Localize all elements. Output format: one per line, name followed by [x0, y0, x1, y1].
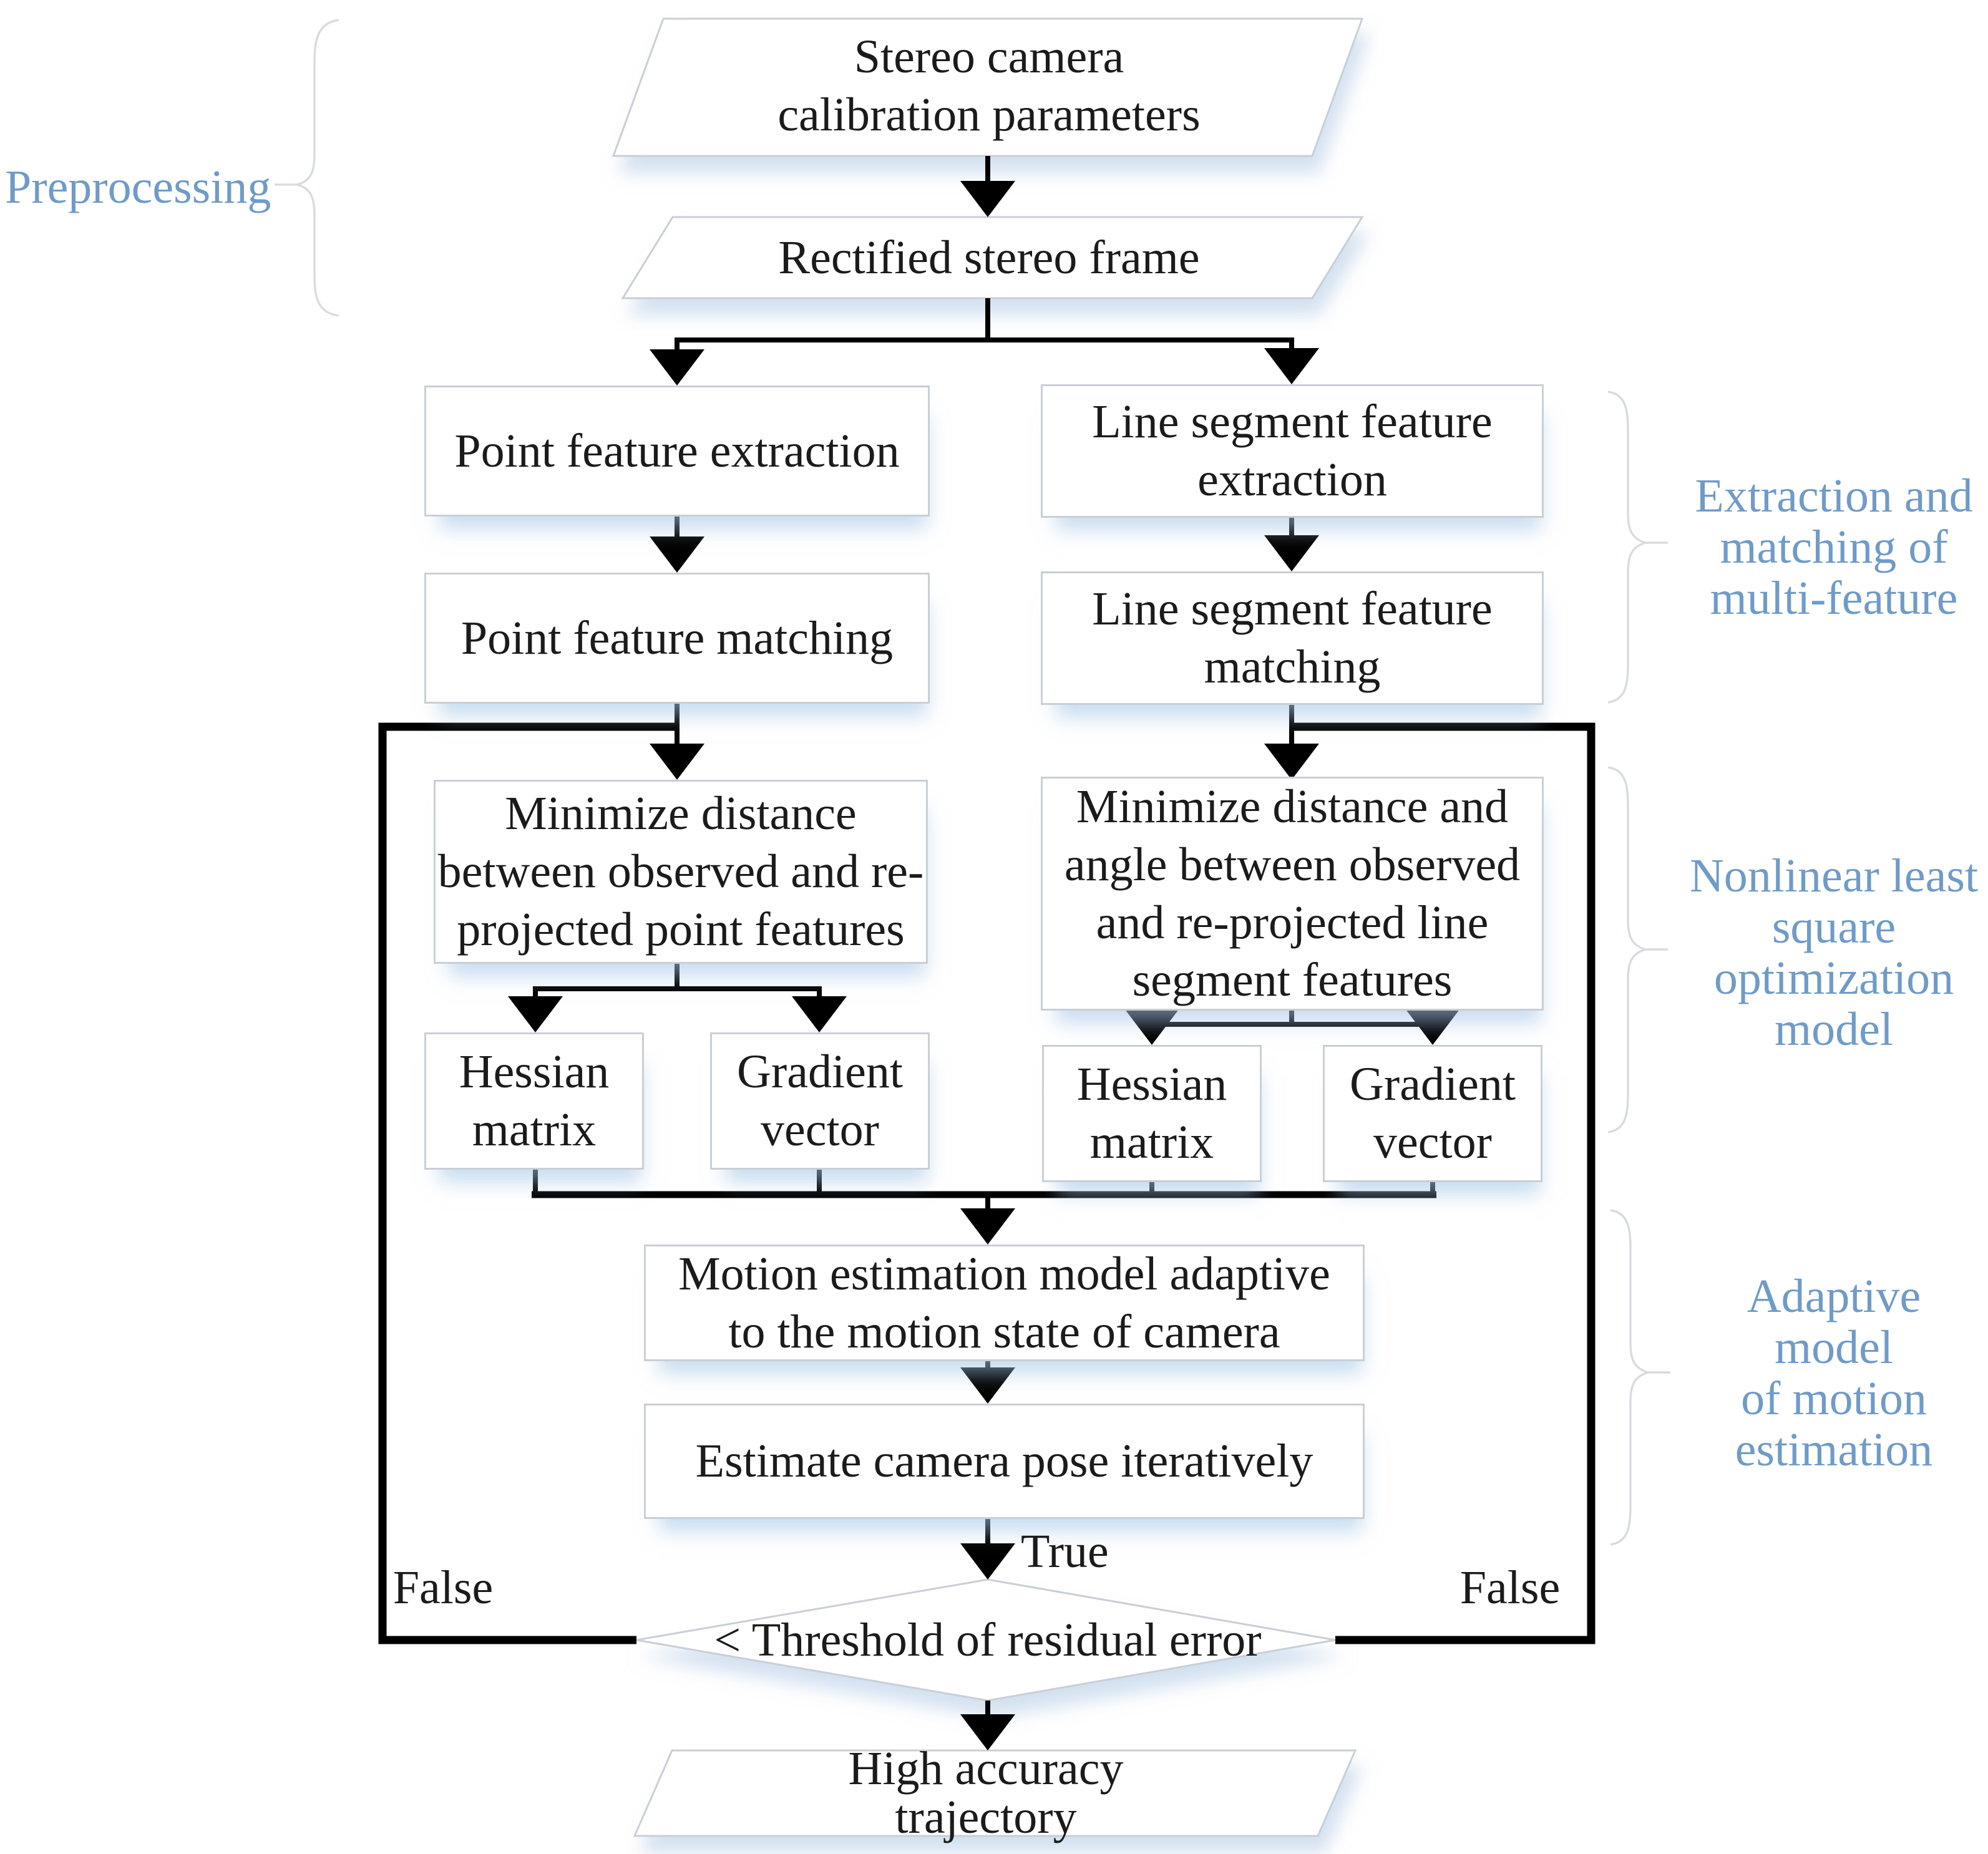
rectified-frame-parallelogram	[621, 216, 1364, 299]
label-threshold-residual-error: < Threshold of residual error	[714, 1613, 1262, 1666]
node-minimize-line: Minimize distance and angle between obse…	[1041, 777, 1544, 1011]
arrow-motion-to-estimate	[960, 1361, 1015, 1404]
node-point-feature-extraction: Point feature extraction	[424, 386, 930, 517]
brace-preprocessing	[293, 19, 339, 317]
edge-label-false-left: False	[392, 1561, 494, 1614]
node-gradient-vector-point: Gradient vector	[710, 1032, 930, 1170]
arrow-to-hessian-line	[1124, 1009, 1179, 1045]
node-point-feature-matching: Point feature matching	[424, 573, 930, 704]
arrow-line-matching-to-minimize	[1264, 705, 1319, 780]
arrow-to-hessian-point	[508, 986, 563, 1032]
feedback-loop-right	[1292, 722, 1596, 1644]
arrow-point-matching-to-minimize	[650, 704, 704, 780]
node-motion-estimation-model: Motion estimation model adaptive to the …	[644, 1245, 1365, 1361]
edge-label-true: True	[1021, 1525, 1109, 1578]
stage-label-nonlinear-least-square: Nonlinear least square optimization mode…	[1689, 849, 1979, 1056]
node-gradient-vector-line: Gradient vector	[1323, 1045, 1542, 1182]
arrow-merge-to-motion-model	[960, 1195, 1015, 1245]
node-minimize-point: Minimize distance between observed and r…	[434, 780, 928, 964]
brace-extraction	[1607, 391, 1649, 704]
arrow-estimate-to-threshold	[960, 1519, 1015, 1580]
brace-adaptive	[1610, 1209, 1652, 1546]
edge-label-false-right: False	[1459, 1561, 1561, 1614]
label-high-accuracy-trajectory: High accuracy trajectory	[848, 1742, 1124, 1843]
node-hessian-matrix-point: Hessian matrix	[424, 1032, 644, 1170]
arrow-threshold-to-trajectory	[960, 1701, 1015, 1750]
arrow-line-extraction-to-matching	[1264, 518, 1319, 571]
node-line-segment-extraction: Line segment feature extraction	[1041, 384, 1544, 518]
arrow-split-to-point-extraction	[650, 337, 704, 386]
arrow-params-to-rectified	[960, 156, 1015, 217]
brace-nonlinear	[1607, 766, 1649, 1133]
arrow-split-to-line-extraction	[1264, 337, 1319, 384]
node-hessian-matrix-line: Hessian matrix	[1042, 1045, 1262, 1182]
arrow-to-gradient-line	[1405, 1009, 1460, 1045]
stereo-params-parallelogram	[612, 17, 1364, 157]
arrow-to-gradient-point	[792, 986, 847, 1032]
label-stereo-calibration-parameters: Stereo camera calibration parameters	[777, 31, 1201, 141]
stage-label-preprocessing: Preprocessing	[5, 160, 271, 213]
trajectory-parallelogram	[633, 1749, 1357, 1837]
feedback-loop-left	[378, 722, 677, 1644]
node-line-segment-matching: Line segment feature matching	[1041, 571, 1544, 705]
arrow-point-extraction-to-matching	[650, 517, 704, 573]
stage-label-adaptive-motion: Adaptive model of motion estimation	[1735, 1269, 1933, 1477]
node-estimate-camera-pose: Estimate camera pose iteratively	[644, 1404, 1365, 1519]
label-rectified-stereo-frame: Rectified stereo frame	[778, 231, 1200, 284]
stage-label-extraction-matching: Extraction and matching of multi-feature	[1695, 469, 1973, 625]
